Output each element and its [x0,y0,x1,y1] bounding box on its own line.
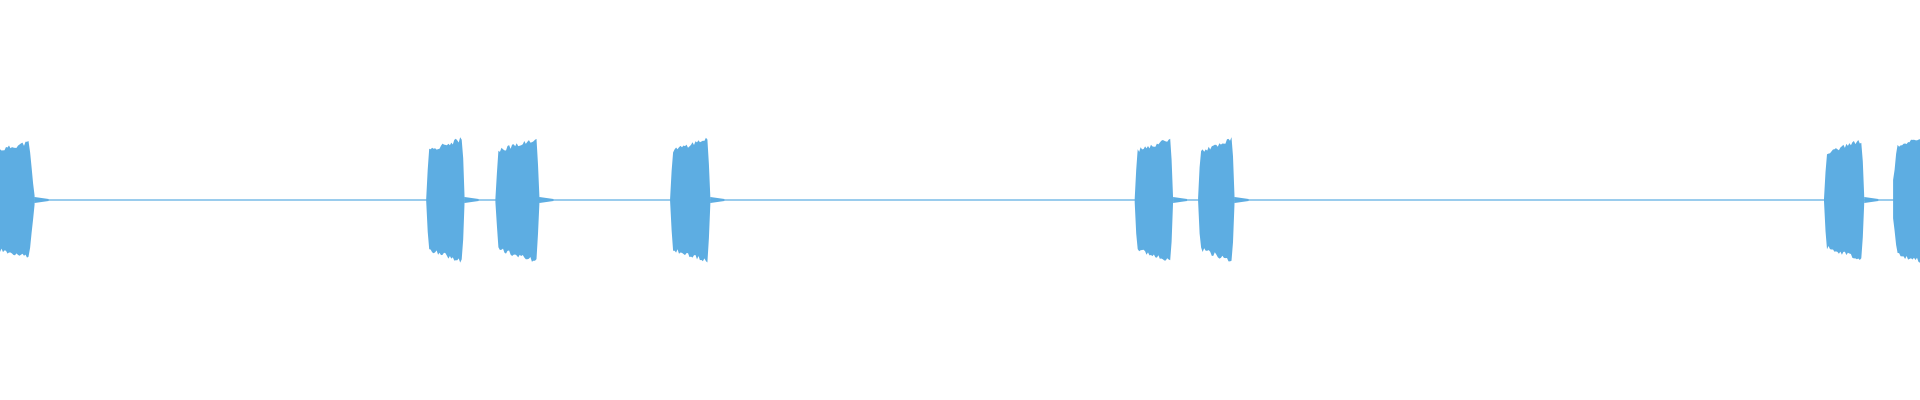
waveform-burst-6-tail [1234,197,1249,203]
waveform-burst-2 [426,137,465,263]
waveform-bursts [0,137,1920,263]
waveform-burst-2-tail [464,197,479,203]
waveform-burst-7-tail [1864,197,1879,203]
waveform-burst-4 [670,137,711,263]
waveform-burst-7 [1824,140,1865,260]
waveform-burst-6 [1198,137,1235,262]
waveform-burst-3 [495,138,540,262]
waveform-burst-5-tail [1173,197,1188,203]
waveform-burst-3-tail [539,197,554,203]
waveform-burst-1-tail [34,197,49,203]
waveform-burst-1 [0,141,35,258]
waveform-burst-8 [1893,139,1920,263]
waveform-burst-5 [1134,138,1174,261]
waveform-burst-4-tail [710,197,725,203]
